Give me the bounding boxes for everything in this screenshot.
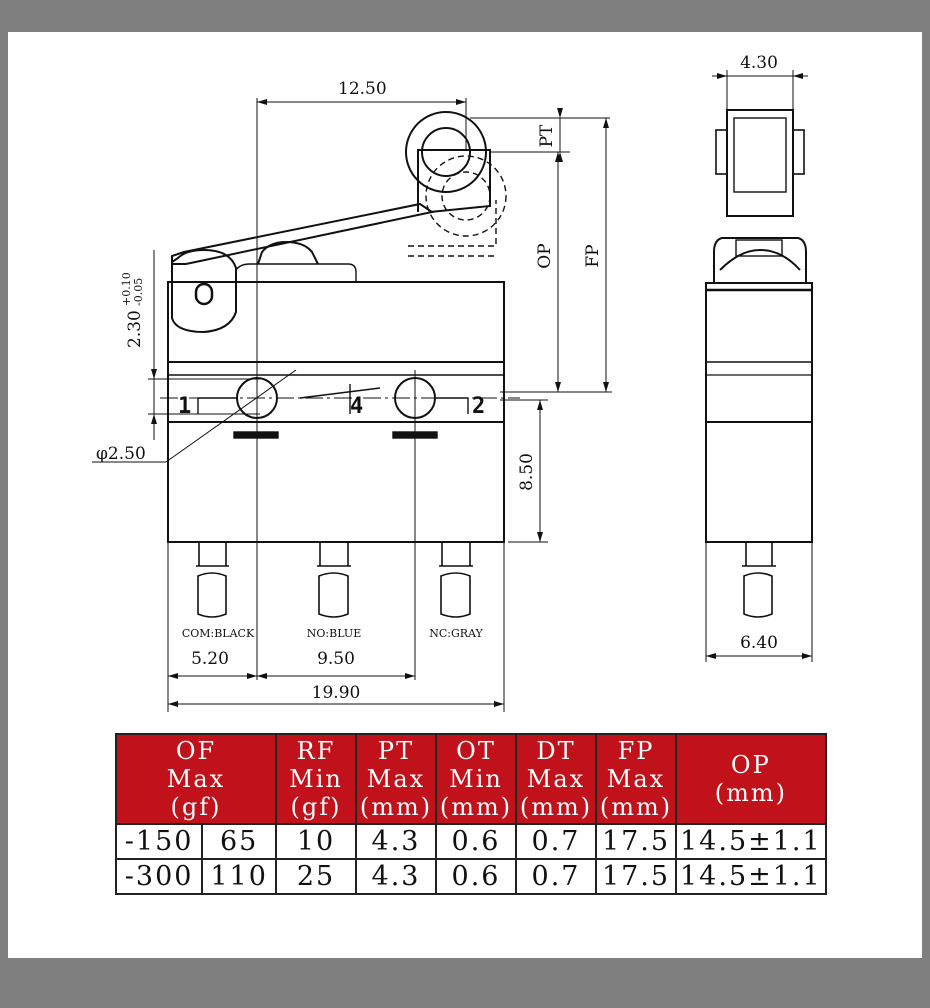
spec-table: OF Max (gf) RF Min (gf) PT Max (mm) OT M… <box>114 733 827 895</box>
table-row: -150 65 10 4.3 0.6 0.7 17.5 14.5±1.1 <box>114 823 827 860</box>
dim-pin-spacing-left: 5.20 <box>191 649 229 669</box>
dim-offset-sub: -0.05 <box>132 278 145 306</box>
header-pt: PT Max (mm) <box>355 733 437 825</box>
pin-1-label: 1 <box>178 394 191 419</box>
cell-dt: 0.7 <box>515 858 597 895</box>
cell-fp: 17.5 <box>595 858 677 895</box>
header-fp: FP Max (mm) <box>595 733 677 825</box>
cell-model: -300 <box>114 858 204 895</box>
cell-dt: 0.7 <box>515 823 597 860</box>
side-body <box>705 282 813 543</box>
cell-of: 110 <box>201 858 277 895</box>
front-view <box>92 98 612 712</box>
dim-pin-spacing-right: 9.50 <box>317 649 355 669</box>
wire-no-label: NO:BLUE <box>307 627 361 640</box>
dim-offset: 2.30 +0.10 -0.05 <box>120 272 145 348</box>
side-view <box>705 70 813 662</box>
roller-outer <box>405 111 487 193</box>
side-upper-housing <box>713 237 807 283</box>
header-dt: DT Max (mm) <box>515 733 597 825</box>
dimension-lines <box>92 98 612 712</box>
cell-pt: 4.3 <box>355 823 437 860</box>
pin-4-label: 4 <box>350 394 363 419</box>
cell-of: 65 <box>201 823 277 860</box>
dimension-arrows <box>151 99 609 707</box>
cell-ot: 0.6 <box>435 823 517 860</box>
dim-op-label: OP <box>535 243 555 268</box>
dim-side-bottom-width: 6.40 <box>740 633 778 653</box>
dim-overall-width: 19.90 <box>312 683 361 703</box>
cell-rf: 10 <box>275 823 357 860</box>
hinge-mount <box>171 248 237 334</box>
cell-rf: 25 <box>275 858 357 895</box>
spec-table-header-row: OF Max (gf) RF Min (gf) PT Max (mm) OT M… <box>115 733 827 825</box>
schematic-nc <box>436 397 469 414</box>
cell-op: 14.5±1.1 <box>675 858 827 895</box>
wire-nc-label: NC:GRAY <box>429 627 483 640</box>
side-wire <box>743 572 773 618</box>
header-of: OF Max (gf) <box>115 733 277 825</box>
wire-com-label: COM:BLACK <box>182 627 255 640</box>
schematic-com <box>197 397 238 414</box>
header-op: OP (mm) <box>675 733 827 825</box>
plunger <box>257 240 319 265</box>
dim-offset-value: 2.30 <box>125 310 145 348</box>
side-roller <box>726 109 794 217</box>
table-row: -300 110 25 4.3 0.6 0.7 17.5 14.5±1.1 <box>114 858 827 895</box>
schematic-contact <box>299 387 381 399</box>
dim-pt-label: PT <box>537 124 557 147</box>
dim-offset-sup: +0.10 <box>120 272 133 306</box>
dim-fp-label: FP <box>583 244 603 267</box>
cell-op: 14.5±1.1 <box>675 823 827 860</box>
pin-2-label: 2 <box>472 394 485 419</box>
dim-side-top-width: 4.30 <box>740 53 778 73</box>
dim-lever-length: 12.50 <box>338 79 387 99</box>
dim-body-height: 8.50 <box>517 453 537 491</box>
lever-arm <box>171 202 435 265</box>
wires <box>196 542 473 618</box>
cell-fp: 17.5 <box>595 823 677 860</box>
body-top-cap <box>235 263 357 282</box>
dim-hole-diameter: φ2.50 <box>96 444 146 464</box>
pin-marker-left <box>233 431 279 439</box>
cell-model: -150 <box>114 823 204 860</box>
roller-inner <box>421 127 471 177</box>
roller-holder <box>417 149 491 213</box>
header-ot: OT Min (mm) <box>435 733 517 825</box>
header-rf: RF Min (gf) <box>275 733 357 825</box>
cell-pt: 4.3 <box>355 858 437 895</box>
switch-body <box>167 281 505 543</box>
cell-ot: 0.6 <box>435 858 517 895</box>
hinge-pin <box>194 282 214 306</box>
actuated-position <box>408 155 507 257</box>
